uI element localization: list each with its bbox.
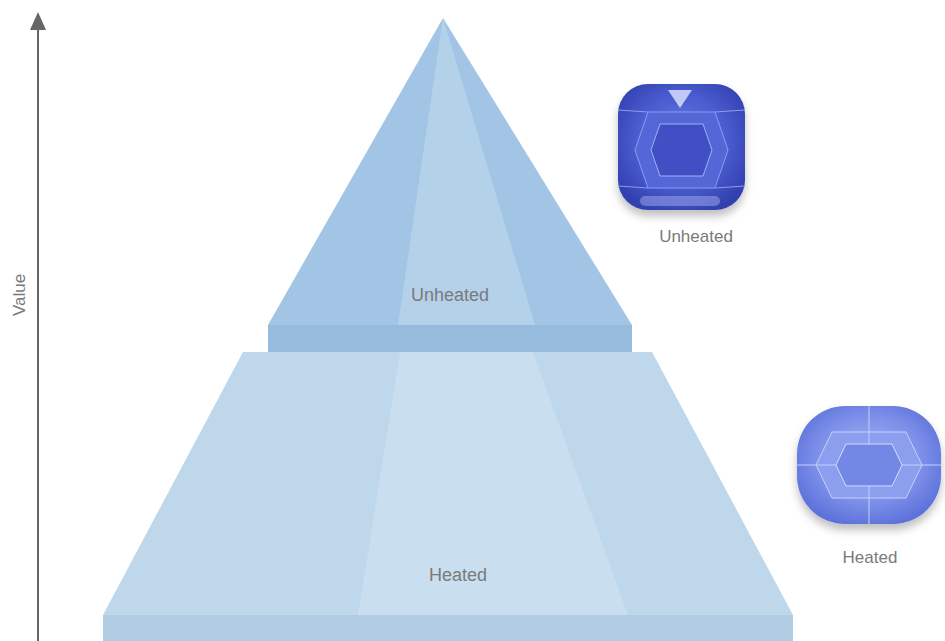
heated-tier: Heated xyxy=(103,352,793,641)
axis-label: Value xyxy=(10,274,30,316)
tier-label: Heated xyxy=(429,565,487,586)
tier-facet xyxy=(268,325,632,354)
tier-shape xyxy=(103,352,793,641)
gem-caption: Unheated xyxy=(659,227,733,247)
unheated-tier: Unheated xyxy=(268,18,632,354)
gem-caption: Heated xyxy=(843,548,898,568)
tier-facet xyxy=(398,18,535,325)
tier-facet xyxy=(103,352,793,615)
heated-gem xyxy=(797,406,941,524)
unheated-gem xyxy=(618,84,745,210)
tier-facet xyxy=(268,18,632,325)
tier-label: Unheated xyxy=(411,285,489,306)
tier-facet xyxy=(358,352,628,615)
value-axis xyxy=(30,12,46,641)
tier-facet xyxy=(103,615,793,641)
